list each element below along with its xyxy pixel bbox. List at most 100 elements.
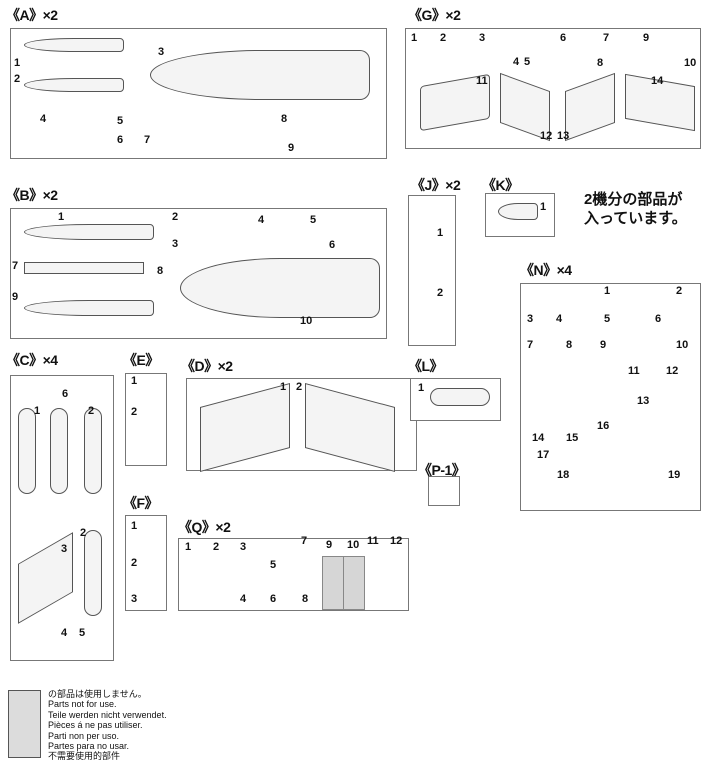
part-number-e: 1 [131, 375, 138, 387]
part-number-a: 5 [117, 115, 124, 127]
part-number-b: 10 [300, 315, 313, 327]
part-number-a: 1 [14, 57, 21, 69]
part-number-n: 7 [527, 339, 534, 351]
part-number-c: 5 [79, 627, 86, 639]
part-number-n: 3 [527, 313, 534, 325]
part-number-g: 2 [440, 32, 447, 44]
part-number-g: 8 [597, 57, 604, 69]
part-number-b: 8 [157, 265, 164, 277]
part-number-q: 1 [185, 541, 192, 553]
part-number-g: 14 [651, 75, 664, 87]
part-number-a: 3 [158, 46, 165, 58]
part-number-n: 1 [604, 285, 611, 297]
part-number-n: 10 [676, 339, 689, 351]
part-number-a: 4 [40, 113, 47, 125]
part-number-b: 3 [172, 238, 179, 250]
part-number-c: 1 [34, 405, 41, 417]
two-aircraft-note: 2機分の部品が 入っています。 [584, 190, 687, 228]
legend-line: Parti non per uso. [48, 730, 120, 741]
sprue-a-title: 《A》×2 [6, 7, 58, 23]
part-number-k: 1 [540, 201, 547, 213]
part-number-l: 1 [418, 382, 425, 394]
sprue-q-frame [178, 538, 409, 611]
nose-part-b1 [24, 224, 154, 240]
sprue-e-title: 《E》 [123, 352, 159, 368]
part-number-n: 13 [637, 395, 650, 407]
note-line-2: 入っています。 [584, 210, 687, 227]
part-number-a: 8 [281, 113, 288, 125]
sprue-f-frame [125, 515, 167, 611]
part-number-d: 1 [280, 381, 287, 393]
part-number-n: 5 [604, 313, 611, 325]
sprue-p1-title: 《P-1》 [418, 462, 466, 478]
part-number-q: 10 [347, 539, 360, 551]
part-number-q: 8 [302, 593, 309, 605]
unused-parts-swatch [8, 690, 41, 758]
part-number-a: 2 [14, 73, 21, 85]
part-number-n: 14 [532, 432, 545, 444]
sprue-q-title: 《Q》×2 [178, 519, 231, 535]
part-number-a: 9 [288, 142, 295, 154]
part-number-n: 16 [597, 420, 610, 432]
sprue-f-title: 《F》 [123, 495, 159, 511]
legend-line: Pièces á ne pas utiliser. [48, 720, 143, 731]
part-number-c: 4 [61, 627, 68, 639]
part-number-g: 13 [557, 130, 570, 142]
cockpit-part-b7 [24, 262, 144, 274]
part-number-a: 6 [117, 134, 124, 146]
part-number-q: 2 [213, 541, 220, 553]
part-number-c: 2 [88, 405, 95, 417]
part-number-q: 4 [240, 593, 247, 605]
part-number-n: 9 [600, 339, 607, 351]
part-number-c: 2 [80, 527, 87, 539]
part-number-g: 3 [479, 32, 486, 44]
part-number-n: 4 [556, 313, 563, 325]
part-number-c: 6 [62, 388, 69, 400]
part-number-d: 2 [296, 381, 303, 393]
sprue-b-title: 《B》×2 [6, 187, 58, 203]
part-number-q: 6 [270, 593, 277, 605]
sprue-l-title: 《L》 [408, 358, 444, 374]
part-number-n: 15 [566, 432, 579, 444]
sprue-g-title: 《G》×2 [408, 7, 461, 23]
part-number-b: 9 [12, 291, 19, 303]
unused-part-q9 [322, 556, 344, 610]
legend-line: Parts not for use. [48, 699, 117, 710]
part-number-n: 18 [557, 469, 570, 481]
part-number-b: 6 [329, 239, 336, 251]
part-number-g: 4 [513, 56, 520, 68]
part-number-e: 2 [131, 406, 138, 418]
part-number-n: 11 [628, 365, 640, 377]
part-number-b: 4 [258, 214, 265, 226]
part-number-n: 8 [566, 339, 573, 351]
sprue-n-title: 《N》×4 [520, 262, 572, 278]
canopy-part-k1 [498, 203, 538, 220]
legend-line: Partes para no usar. [48, 741, 130, 752]
part-number-b: 5 [310, 214, 317, 226]
part-number-q: 3 [240, 541, 247, 553]
part-number-c: 3 [61, 543, 68, 555]
sprue-n-frame [520, 283, 701, 511]
part-number-g: 5 [524, 56, 531, 68]
sprue-c-title: 《C》×4 [6, 352, 58, 368]
part-number-n: 12 [666, 365, 679, 377]
part-number-f: 2 [131, 557, 138, 569]
part-number-n: 17 [537, 449, 550, 461]
part-number-n: 2 [676, 285, 683, 297]
intake-part-a2 [24, 78, 124, 92]
part-number-b: 2 [172, 211, 179, 223]
part-number-j: 1 [437, 227, 444, 239]
tank-part-c1 [18, 408, 36, 494]
part-number-g: 10 [684, 57, 697, 69]
part-number-q: 11 [367, 535, 379, 547]
sprue-j-title: 《J》×2 [411, 177, 461, 193]
tank-part-c2b [84, 530, 102, 616]
legend-line: 不需要使用的部件 [48, 751, 121, 762]
canopy-part-l1 [430, 388, 490, 406]
part-number-b: 7 [12, 260, 19, 272]
fuselage-lower-part [180, 258, 380, 318]
note-line-1: 2機分の部品が [584, 191, 683, 208]
part-number-n: 19 [668, 469, 681, 481]
legend-line: の部品は使用しません。 [48, 689, 147, 699]
part-number-g: 9 [643, 32, 650, 44]
